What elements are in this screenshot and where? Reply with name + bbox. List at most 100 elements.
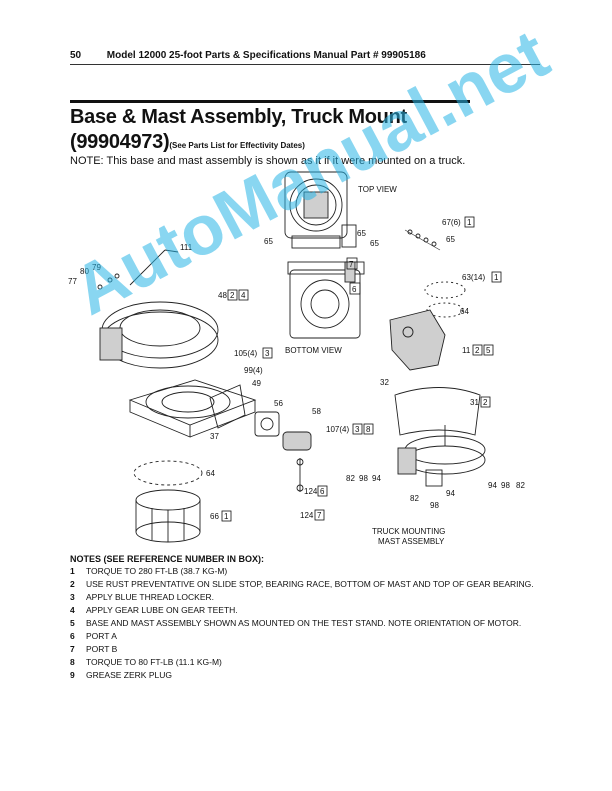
notes-list: 1 TORQUE TO 280 FT-LB (38.7 KG-M) 2 USE RU… [70, 566, 540, 683]
box-3-bolts105: 3 [265, 349, 270, 358]
callout-82-left: 82 [346, 474, 355, 483]
note-item: 9 GREASE ZERK PLUG [70, 670, 540, 681]
box-2-slew: 2 [230, 291, 235, 300]
fittings-124 [296, 458, 304, 492]
part-number: (99904973) [70, 131, 170, 153]
box-8-bolts107: 8 [366, 425, 371, 434]
callout-80: 80 [80, 267, 89, 276]
callout-98-left: 98 [359, 474, 368, 483]
title-rule [70, 100, 470, 103]
effectivity-note: (See Parts List for Effectivity Dates) [169, 141, 305, 150]
note-number: 8 [70, 657, 75, 667]
callout-37: 37 [210, 432, 219, 441]
note-item: 5 BASE AND MAST ASSEMBLY SHOWN AS MOUNTED… [70, 618, 540, 629]
callout-124-a: 124 [304, 487, 318, 496]
callout-64-left: 64 [206, 469, 215, 478]
mast-assembly-label: MAST ASSEMBLY [378, 537, 445, 546]
callout-11: 11 [462, 346, 471, 355]
note-number: 4 [70, 605, 75, 615]
truck-mounting-label: TRUCK MOUNTING [372, 527, 445, 536]
manual-title: Model 12000 25-foot Parts & Specificatio… [106, 50, 426, 61]
note-number: 1 [70, 566, 75, 576]
box-3-bolts107: 3 [355, 425, 360, 434]
box-2-mast: 2 [475, 346, 480, 355]
callout-56: 56 [274, 399, 283, 408]
box-6-port: 6 [320, 487, 325, 496]
callout-65-right: 65 [357, 229, 366, 238]
callout-79: 79 [92, 263, 101, 272]
bottom-view-housing [287, 261, 365, 339]
page-number: 50 [70, 50, 82, 61]
callout-64-right: 64 [460, 307, 469, 316]
truck-mounting-assembly [397, 425, 486, 487]
slew-ring-48 [99, 301, 219, 369]
callout-107: 107(4) [326, 425, 349, 434]
page-title: Base & Mast Assembly, Truck Mount [70, 106, 407, 128]
note-text: TORQUE TO 280 FT-LB (38.7 KG-M) [86, 566, 228, 576]
callout-31: 31 [470, 398, 479, 407]
callout-98-right: 98 [501, 481, 510, 490]
bottom-view-label: BOTTOM VIEW [285, 346, 342, 355]
mount-note: NOTE: This base and mast assembly is sho… [70, 155, 466, 167]
box-5-mast: 5 [486, 346, 491, 355]
callout-111: 111 [180, 243, 193, 252]
note-text: PORT B [86, 644, 118, 654]
note-text: BASE AND MAST ASSEMBLY SHOWN AS MOUNTED … [86, 618, 522, 628]
note-text: USE RUST PREVENTATIVE ON SLIDE STOP, BEA… [86, 579, 534, 589]
note-text: GREASE ZERK PLUG [86, 670, 172, 680]
bolt-ring-63 [424, 281, 466, 318]
note-number: 2 [70, 579, 75, 589]
callout-99: 99(4) [244, 366, 263, 375]
note-item: 7 PORT B [70, 644, 540, 655]
note-item: 1 TORQUE TO 280 FT-LB (38.7 KG-M) [70, 566, 540, 577]
callout-98-center: 98 [430, 501, 439, 510]
note-text: PORT A [86, 631, 117, 641]
header-rule [70, 64, 540, 65]
callout-32: 32 [380, 378, 389, 387]
small-hardware-77-80 [97, 273, 120, 290]
page-header: 50 Model 12000 25-foot Parts & Specifica… [70, 50, 426, 61]
note-item: 3 APPLY BLUE THREAD LOCKER. [70, 592, 540, 603]
box-7-port: 7 [317, 511, 322, 520]
callout-94-right: 94 [488, 481, 497, 490]
callout-65-left: 65 [264, 237, 273, 246]
note-item: 4 APPLY GEAR LUBE ON GEAR TEETH. [70, 605, 540, 616]
mast-bracket-11 [389, 309, 446, 371]
note-text: APPLY GEAR LUBE ON GEAR TEETH. [86, 605, 238, 615]
callout-66: 66 [210, 512, 219, 521]
motor-56 [254, 411, 280, 437]
box-4-slew: 4 [241, 291, 246, 300]
box-2-bearing: 2 [483, 398, 488, 407]
box-1-bolts67: 1 [467, 218, 472, 227]
callout-63: 63(14) [462, 273, 485, 282]
top-view-housing [284, 171, 357, 249]
top-view-label: TOP VIEW [358, 185, 397, 194]
note-item: 6 PORT A [70, 631, 540, 642]
bracket-49 [209, 384, 246, 429]
note-number: 9 [70, 670, 75, 680]
box-6-housing: 6 [352, 285, 357, 294]
callout-94-left: 94 [372, 474, 381, 483]
box-1-bolts63: 1 [494, 273, 499, 282]
note-number: 7 [70, 644, 75, 654]
note-number: 5 [70, 618, 75, 628]
callout-124-b: 124 [300, 511, 314, 520]
callout-65-bolts: 65 [446, 235, 455, 244]
callout-82-right: 82 [516, 481, 525, 490]
note-text: APPLY BLUE THREAD LOCKER. [86, 592, 215, 602]
box-7-housing: 7 [349, 260, 354, 269]
callout-49: 49 [252, 379, 261, 388]
note-number: 6 [70, 631, 75, 641]
callout-82-center: 82 [410, 494, 419, 503]
callout-67: 67(6) [442, 218, 461, 227]
box-1-cage: 1 [224, 512, 229, 521]
bolt-circle-64 [133, 460, 203, 486]
callout-48: 48 [218, 291, 227, 300]
bolt-set-67 [404, 229, 441, 251]
callout-94-center: 94 [446, 489, 455, 498]
bolt-cage-66 [135, 489, 201, 543]
note-number: 3 [70, 592, 75, 602]
slide-stop-32 [394, 387, 481, 436]
rod-111 [129, 249, 179, 286]
